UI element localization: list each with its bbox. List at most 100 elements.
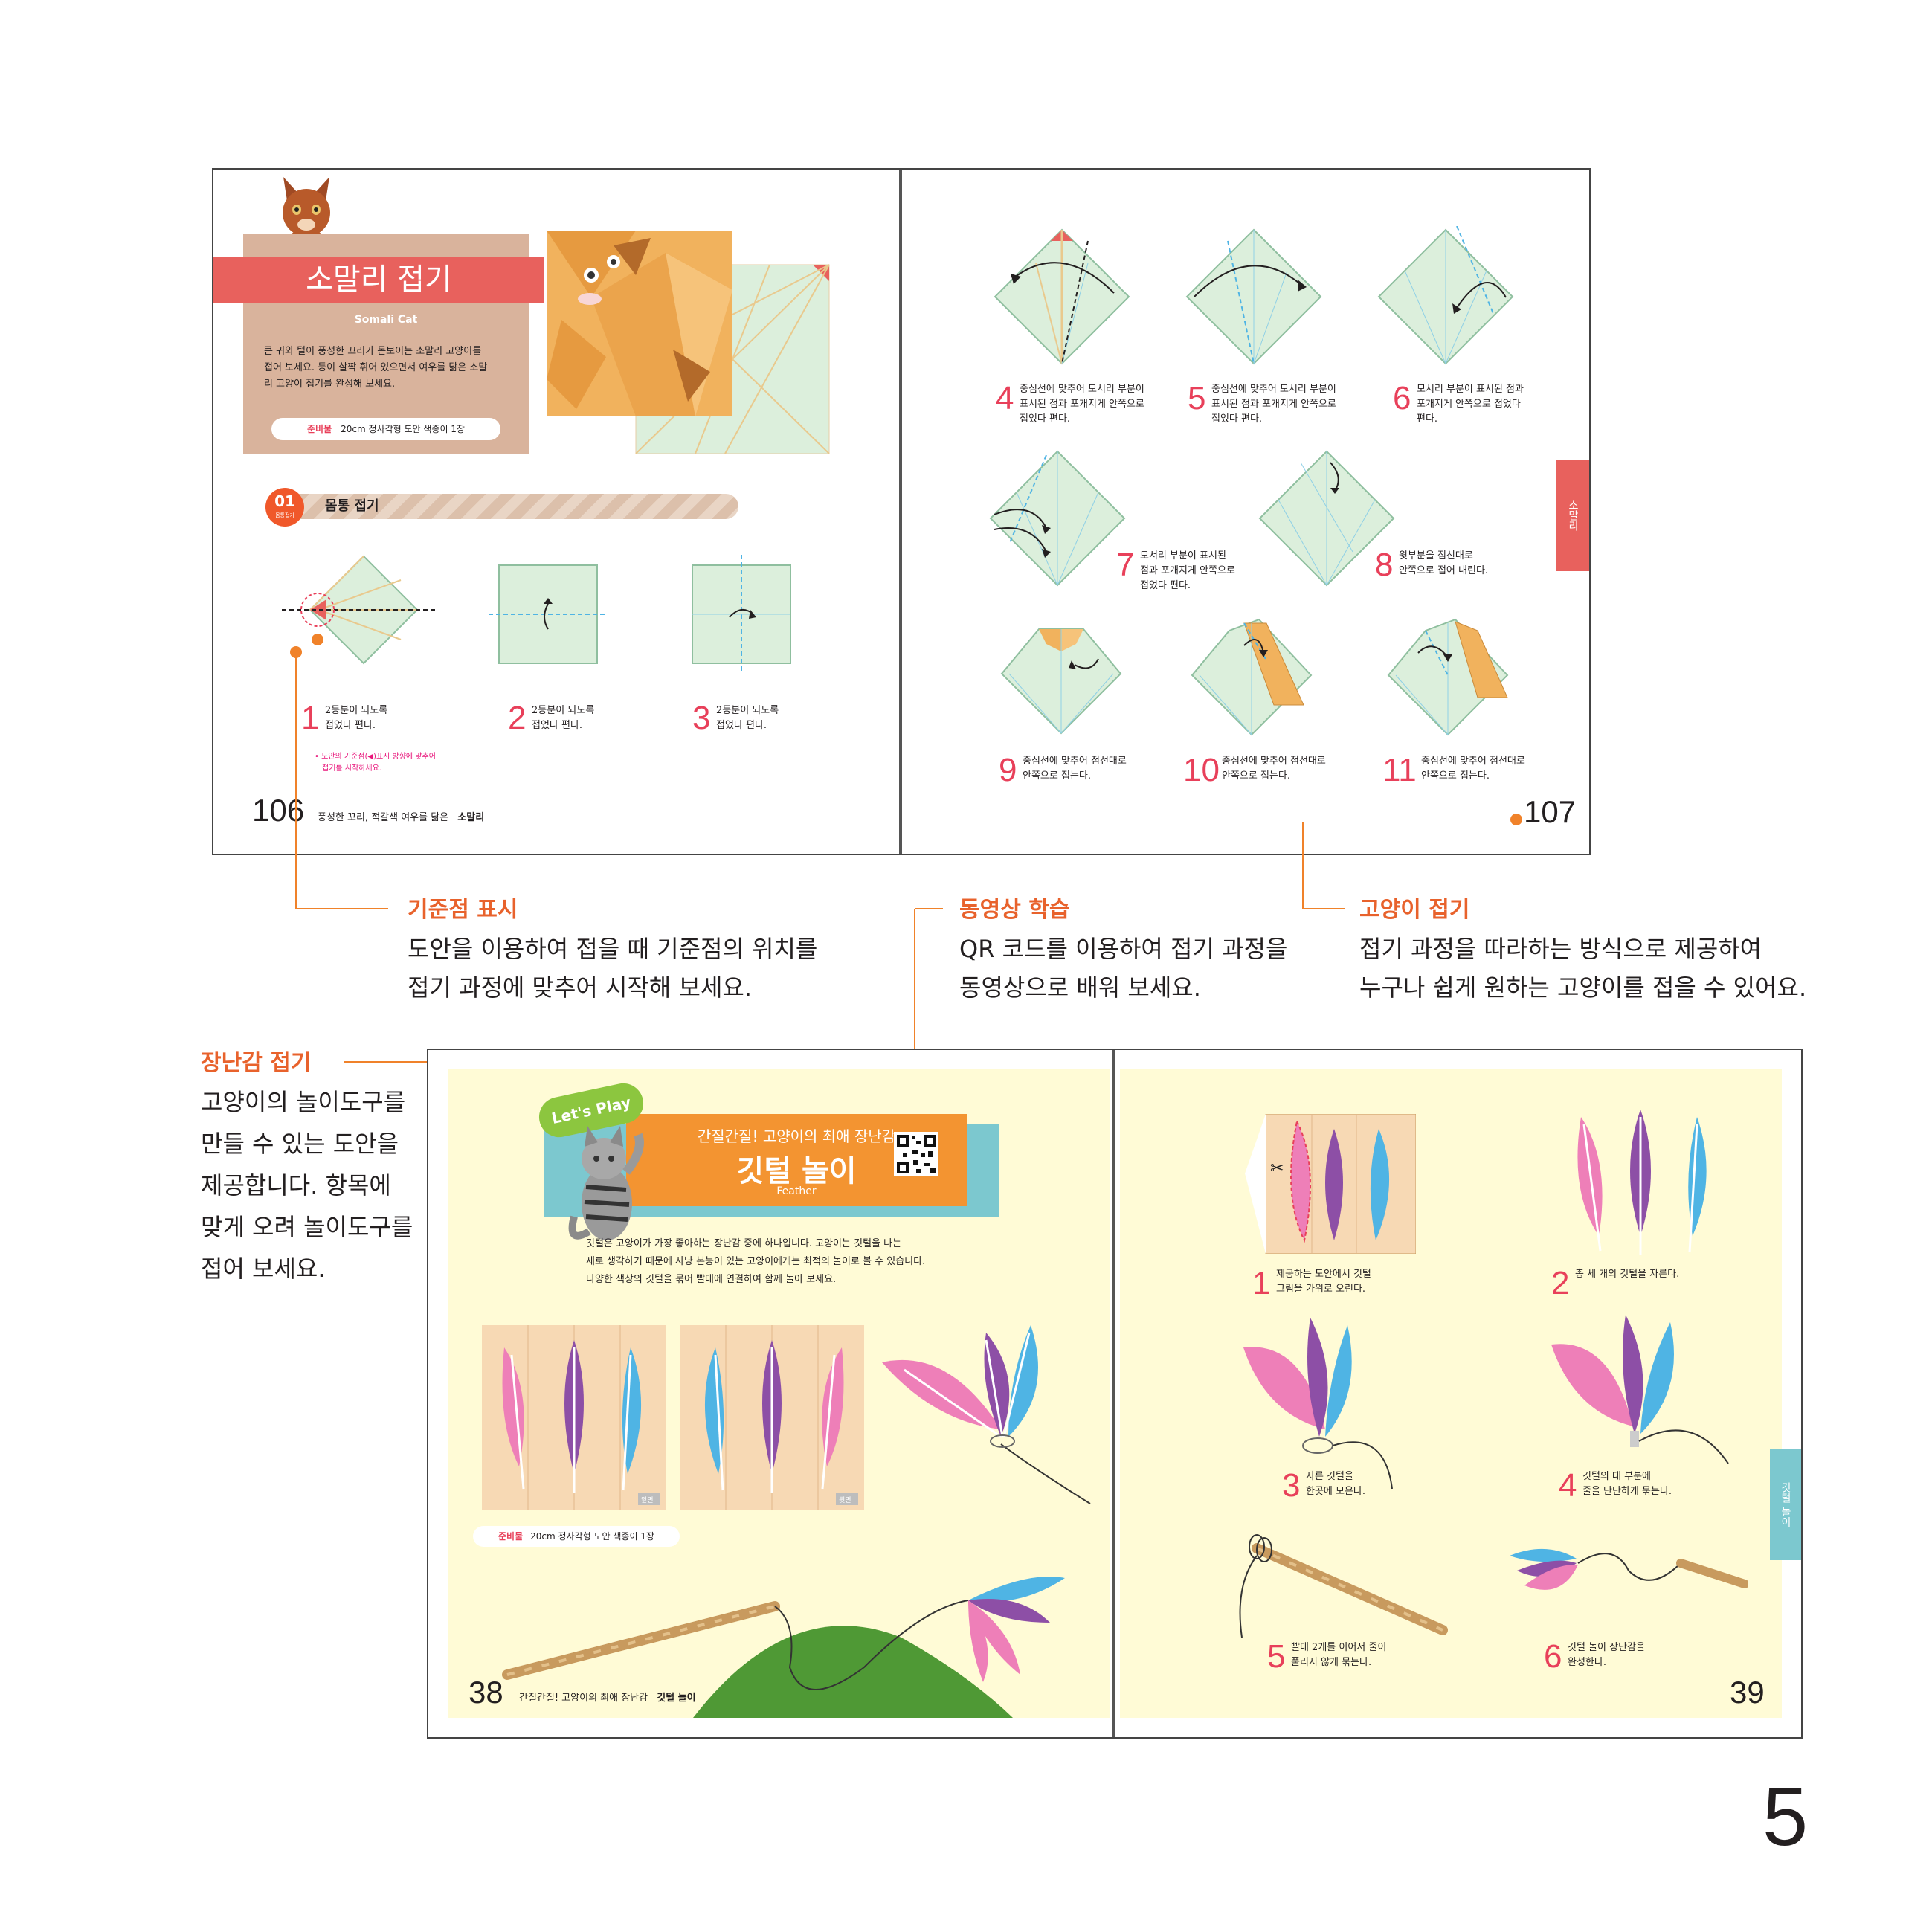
step-1-note-2: 접기를 시작하세요.	[322, 764, 381, 773]
step-7-text-3: 접었다 편다.	[1140, 580, 1191, 591]
feather-step-5-text-1: 빨대 2개를 이어서 줄이	[1291, 1642, 1387, 1653]
feather-intro-line-3: 다양한 색상의 깃털을 묶어 빨대에 연결하여 함께 놀아 보세요.	[586, 1274, 837, 1285]
callout-toy-line-5: 접어 보세요.	[201, 1255, 326, 1283]
step-9-text-1: 중심선에 맞추어 점선대로	[1023, 756, 1127, 767]
step-1-number: 1	[301, 700, 320, 736]
callout-toy-line-1: 고양이의 놀이도구를	[201, 1088, 406, 1116]
callout-reference-line-1: 도안을 이용하여 접을 때 기준점의 위치를	[408, 935, 818, 963]
callout-video-line-1: QR 코드를 이용하여 접기 과정을	[959, 935, 1288, 963]
bottom-spread-spine	[1112, 1050, 1115, 1737]
prep-text: 20cm 정사각형 도안 색종이 1장	[341, 424, 465, 434]
intro-line-1: 큰 귀와 털이 풍성한 꼬리가 돋보이는 소말리 고양이를	[264, 346, 482, 357]
feather-step-4-number: 4	[1559, 1467, 1577, 1504]
step-4-text-1: 중심선에 맞추어 모서리 부분이	[1020, 384, 1144, 395]
feather-footer-bold: 깃털 놀이	[657, 1693, 696, 1704]
step-3-text-1: 2등분이 되도록	[716, 705, 779, 716]
step-4-text-2: 표시된 점과 포개지게 안쪽으로	[1020, 399, 1144, 410]
header-kicker: 간질간질! 고양이의 최애 장난감	[697, 1127, 896, 1145]
feather-intro-line-2: 새로 생각하기 때문에 사냥 본능이 있는 고양이에게는 최적의 놀이로 볼 수…	[586, 1256, 926, 1267]
step-8-diagram	[1258, 450, 1395, 587]
step-9-diagram	[1000, 628, 1122, 735]
origami-photo	[547, 231, 830, 454]
left-page-feather: 간질간질! 고양이의 최애 장난감 깃털 놀이 Feather Let's Pl…	[428, 1050, 1112, 1737]
page-number-38: 38	[468, 1675, 503, 1710]
step-11-diagram	[1387, 618, 1509, 736]
step-5-text-1: 중심선에 맞추어 모서리 부분이	[1211, 384, 1336, 395]
step-1-text-2: 접었다 편다.	[325, 720, 376, 731]
intro-line-3: 리 고양이 접기를 완성해 보세요.	[264, 379, 396, 390]
step-6-text-3: 편다.	[1417, 413, 1438, 425]
callout-cat-line-2: 누구나 쉽게 원하는 고양이를 접을 수 있어요.	[1359, 973, 1807, 1002]
feather-step-1-text-1: 제공하는 도안에서 깃털	[1276, 1269, 1371, 1280]
left-page-somali: 소말리 접기 Somali Cat 큰 귀와 털이 풍성한 꼬리가 돋보이는 소…	[213, 170, 899, 854]
step-5-text-2: 표시된 점과 포개지게 안쪽으로	[1211, 399, 1336, 410]
feather-step-3-text-1: 자른 깃털을	[1306, 1471, 1353, 1482]
feather-step-6-text-2: 완성한다.	[1568, 1657, 1606, 1668]
step-2-diagram	[489, 564, 608, 664]
side-tab-feather[interactable]: 깃털 놀이	[1770, 1449, 1801, 1560]
feather-step-4-diagram	[1551, 1315, 1729, 1464]
feather-step-5-number: 5	[1267, 1638, 1286, 1675]
qr-code-icon[interactable]	[894, 1132, 938, 1176]
feather-step-4-text-1: 깃털의 대 부분에	[1582, 1471, 1651, 1482]
step-5-text-3: 접었다 편다.	[1211, 413, 1263, 425]
spread-spine	[899, 170, 902, 854]
step-7-text-2: 점과 포개지게 안쪽으로	[1140, 565, 1235, 576]
pattern-front-label: 앞면	[641, 1497, 654, 1504]
feather-step-2-text-1: 총 세 개의 깃털을 자른다.	[1575, 1269, 1680, 1280]
step-7-number: 7	[1116, 547, 1135, 583]
page-subtitle: Somali Cat	[354, 314, 418, 326]
step-6-text-1: 모서리 부분이 표시된 점과	[1417, 384, 1524, 395]
callout-video-title: 동영상 학습	[959, 897, 1070, 923]
step-3-number: 3	[692, 700, 711, 736]
callout-reference: 기준점 표시 도안을 이용하여 접을 때 기준점의 위치를 접기 과정에 맞추어…	[408, 891, 817, 1007]
step-11-text-1: 중심선에 맞추어 점선대로	[1421, 756, 1525, 767]
step-4-diagram	[994, 228, 1130, 365]
section-number-badge: 01 몸통접기	[265, 488, 304, 527]
step-3-diagram	[692, 555, 791, 674]
step-8-number: 8	[1375, 547, 1394, 583]
step-10-text-1: 중심선에 맞추어 점선대로	[1222, 756, 1326, 767]
feather-prep-label: 준비물	[498, 1531, 524, 1542]
step-4-text-3: 접었다 편다.	[1020, 413, 1071, 425]
step-1-note-1: • 도안의 기준점(◀)표시 방향에 맞추어	[315, 753, 436, 761]
feather-step-2-number: 2	[1551, 1265, 1570, 1301]
footer-text: 풍성한 꼬리, 적갈색 여우를 닮은	[318, 812, 449, 823]
callout-cat: 고양이 접기 접기 과정을 따라하는 방식으로 제공하여 누구나 쉽게 원하는 …	[1359, 891, 1806, 1007]
intro-line-2: 접어 보세요. 등이 살짝 휘어 있으면서 여우를 닮은 소말	[264, 362, 488, 373]
callout-toy: 장난감 접기 고양이의 놀이도구를 만들 수 있는 도안을 제공합니다. 항목에…	[201, 1044, 413, 1289]
document-page-number: 5	[1762, 1771, 1809, 1863]
feather-wand-scene	[502, 1577, 1065, 1718]
step-6-diagram	[1377, 226, 1514, 365]
section-number: 01	[274, 492, 295, 510]
footer-bold: 소말리	[457, 812, 485, 823]
callout-toy-line-4: 맞게 오려 놀이도구를	[201, 1213, 413, 1241]
side-tab-somali[interactable]: 소말리	[1556, 460, 1589, 571]
step-1-diagram	[282, 555, 437, 665]
feather-step-2-diagram	[1577, 1110, 1707, 1255]
right-page-feather: ✂ 1 제공하는 도안에서 깃털 그림을 가위로 오린다. 2 총 세 개의 깃…	[1115, 1050, 1801, 1737]
step-11-text-2: 안쪽으로 접는다.	[1421, 770, 1490, 782]
step-9-text-2: 안쪽으로 접는다.	[1023, 770, 1091, 782]
step-7-text-1: 모서리 부분이 표시된	[1140, 550, 1226, 561]
section-number-sub: 몸통접기	[275, 512, 294, 518]
header-title: 깃털 놀이	[736, 1154, 857, 1188]
feather-step-3-diagram	[1243, 1318, 1393, 1489]
page-footer-left: 풍성한 꼬리, 적갈색 여우를 닮은 소말리	[318, 809, 484, 823]
header-subtitle: Feather	[776, 1185, 817, 1197]
step-7-diagram	[989, 450, 1126, 587]
step-6-number: 6	[1393, 380, 1411, 416]
right-page-somali: 4 중심선에 맞추어 모서리 부분이 표시된 점과 포개지게 안쪽으로 접었다 …	[902, 170, 1589, 854]
top-spread: 소말리 접기 Somali Cat 큰 귀와 털이 풍성한 꼬리가 돋보이는 소…	[212, 168, 1591, 855]
step-10-number: 10	[1183, 752, 1220, 788]
step-2-number: 2	[508, 700, 527, 736]
tabby-cat-illustration	[568, 1126, 644, 1240]
callout-toy-title: 장난감 접기	[201, 1050, 312, 1076]
callout-reference-title: 기준점 표시	[408, 897, 518, 923]
feather-step-5-text-2: 풀리지 않게 묶는다.	[1291, 1657, 1372, 1668]
step-9-number: 9	[999, 752, 1017, 788]
feather-footer-text: 간질간질! 고양이의 최애 장난감	[519, 1693, 648, 1704]
feather-step-5-diagram	[1239, 1534, 1448, 1638]
step-11-number: 11	[1382, 752, 1417, 788]
